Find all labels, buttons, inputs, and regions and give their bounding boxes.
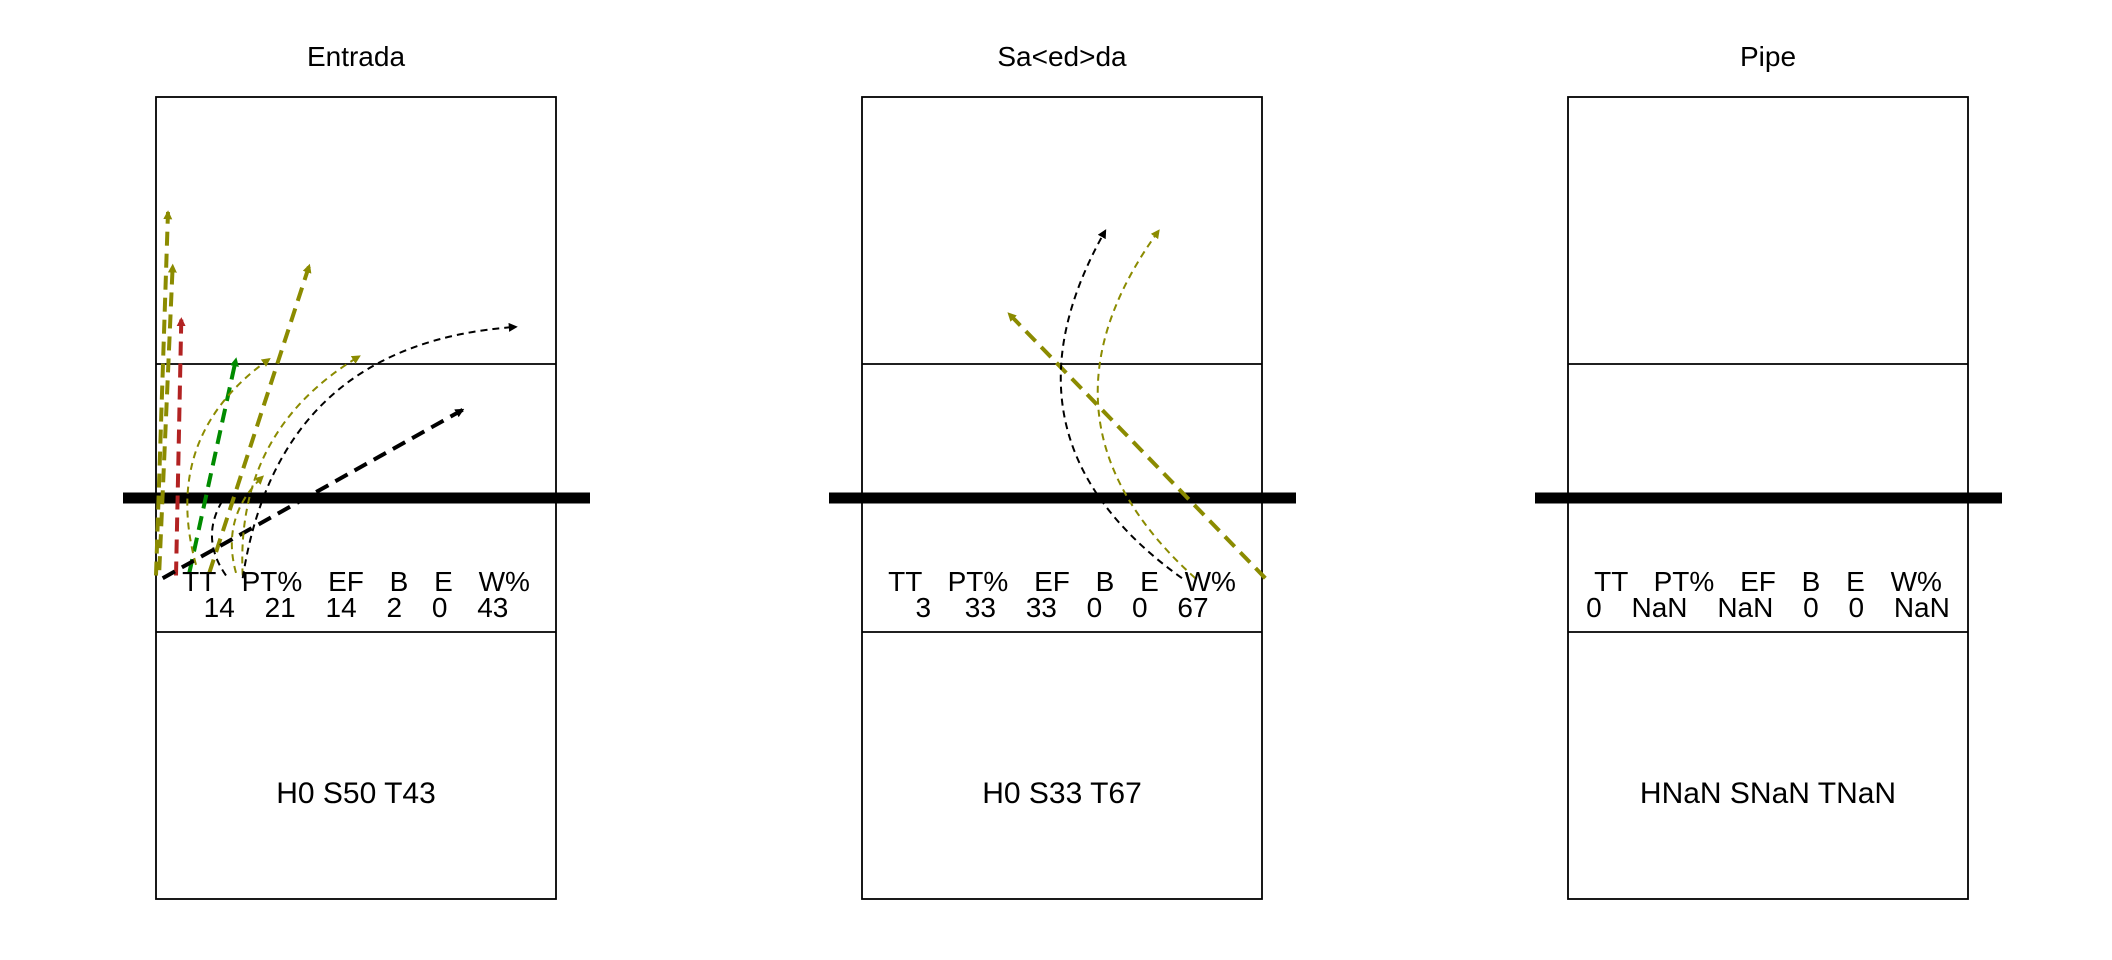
stat-value-e: 0 xyxy=(1848,592,1864,623)
panel-entrada: Entrada TT PT% EF B E W% 14 21 14 2 0 43… xyxy=(123,41,590,900)
stat-header-pt: PT% xyxy=(242,566,303,597)
attack-arrow xyxy=(241,322,518,579)
attack-arrow xyxy=(230,475,265,574)
attack-arrow xyxy=(1059,229,1183,580)
summary-label: HNaN SNaN TNaN xyxy=(1640,777,1896,810)
attack-arrow xyxy=(174,317,186,576)
panel-saida: Sa<ed>da TT PT% EF B E W% 3 33 33 0 0 67… xyxy=(829,41,1296,900)
stat-header-w: W% xyxy=(1185,566,1236,597)
stat-value-ef: NaN xyxy=(1717,592,1773,623)
stat-value-b: 0 xyxy=(1803,592,1819,623)
stat-value-tt: 0 xyxy=(1586,592,1602,623)
panel-pipe: Pipe TT PT% EF B E W% 0 NaN NaN 0 0 NaN … xyxy=(1535,41,2002,900)
stats-headers: TT PT% EF B E W% xyxy=(888,566,1236,597)
stat-value-ef: 14 xyxy=(326,592,357,623)
stat-value-b: 2 xyxy=(386,592,402,623)
stat-header-w: W% xyxy=(1891,566,1942,597)
stat-header-b: B xyxy=(1096,566,1115,597)
stat-value-w: NaN xyxy=(1894,592,1950,623)
stat-value-b: 0 xyxy=(1087,592,1103,623)
summary-label: H0 S33 T67 xyxy=(982,777,1142,810)
stat-value-tt: 14 xyxy=(204,592,235,623)
stat-value-pt: 21 xyxy=(265,592,296,623)
stat-header-pt: PT% xyxy=(1654,566,1715,597)
attack-arrows xyxy=(1007,229,1267,580)
panel-title: Entrada xyxy=(307,41,405,72)
stat-header-ef: EF xyxy=(328,566,364,597)
attack-arrow xyxy=(1096,229,1196,579)
attack-arrow xyxy=(207,263,312,574)
stat-header-w: W% xyxy=(479,566,530,597)
panel-title: Sa<ed>da xyxy=(997,41,1127,72)
stat-value-w: 67 xyxy=(1177,592,1208,623)
attack-arrow xyxy=(161,408,465,580)
stat-value-e: 0 xyxy=(1132,592,1148,623)
attack-arrow xyxy=(157,263,177,571)
stat-value-e: 0 xyxy=(432,592,448,623)
stats-values: 3 33 33 0 0 67 xyxy=(915,592,1208,623)
stat-header-e: E xyxy=(1846,566,1865,597)
stat-header-e: E xyxy=(1140,566,1159,597)
attack-arrow xyxy=(210,493,228,577)
stat-header-tt: TT xyxy=(1594,566,1628,597)
stat-header-tt: TT xyxy=(182,566,216,597)
stat-value-pt: 33 xyxy=(965,592,996,623)
stat-value-ef: 33 xyxy=(1026,592,1057,623)
attack-arrow xyxy=(154,210,173,576)
attack-arrows xyxy=(154,210,518,580)
summary-label: H0 S50 T43 xyxy=(276,777,436,810)
stat-header-b: B xyxy=(1802,566,1821,597)
panel-title: Pipe xyxy=(1740,41,1796,72)
stat-value-pt: NaN xyxy=(1632,592,1688,623)
stats-values: 0 NaN NaN 0 0 NaN xyxy=(1586,592,1950,623)
attack-arrow xyxy=(1007,312,1267,580)
stat-value-w: 43 xyxy=(477,592,508,623)
stat-value-tt: 3 xyxy=(915,592,931,623)
stat-header-ef: EF xyxy=(1740,566,1776,597)
stat-header-ef: EF xyxy=(1034,566,1070,597)
stat-header-tt: TT xyxy=(888,566,922,597)
attack-arrow xyxy=(241,355,361,576)
stat-header-e: E xyxy=(434,566,453,597)
stats-headers: TT PT% EF B E W% xyxy=(182,566,530,597)
stat-header-b: B xyxy=(390,566,409,597)
stats-values: 14 21 14 2 0 43 xyxy=(204,592,509,623)
stats-headers: TT PT% EF B E W% xyxy=(1594,566,1942,597)
stat-header-pt: PT% xyxy=(948,566,1009,597)
